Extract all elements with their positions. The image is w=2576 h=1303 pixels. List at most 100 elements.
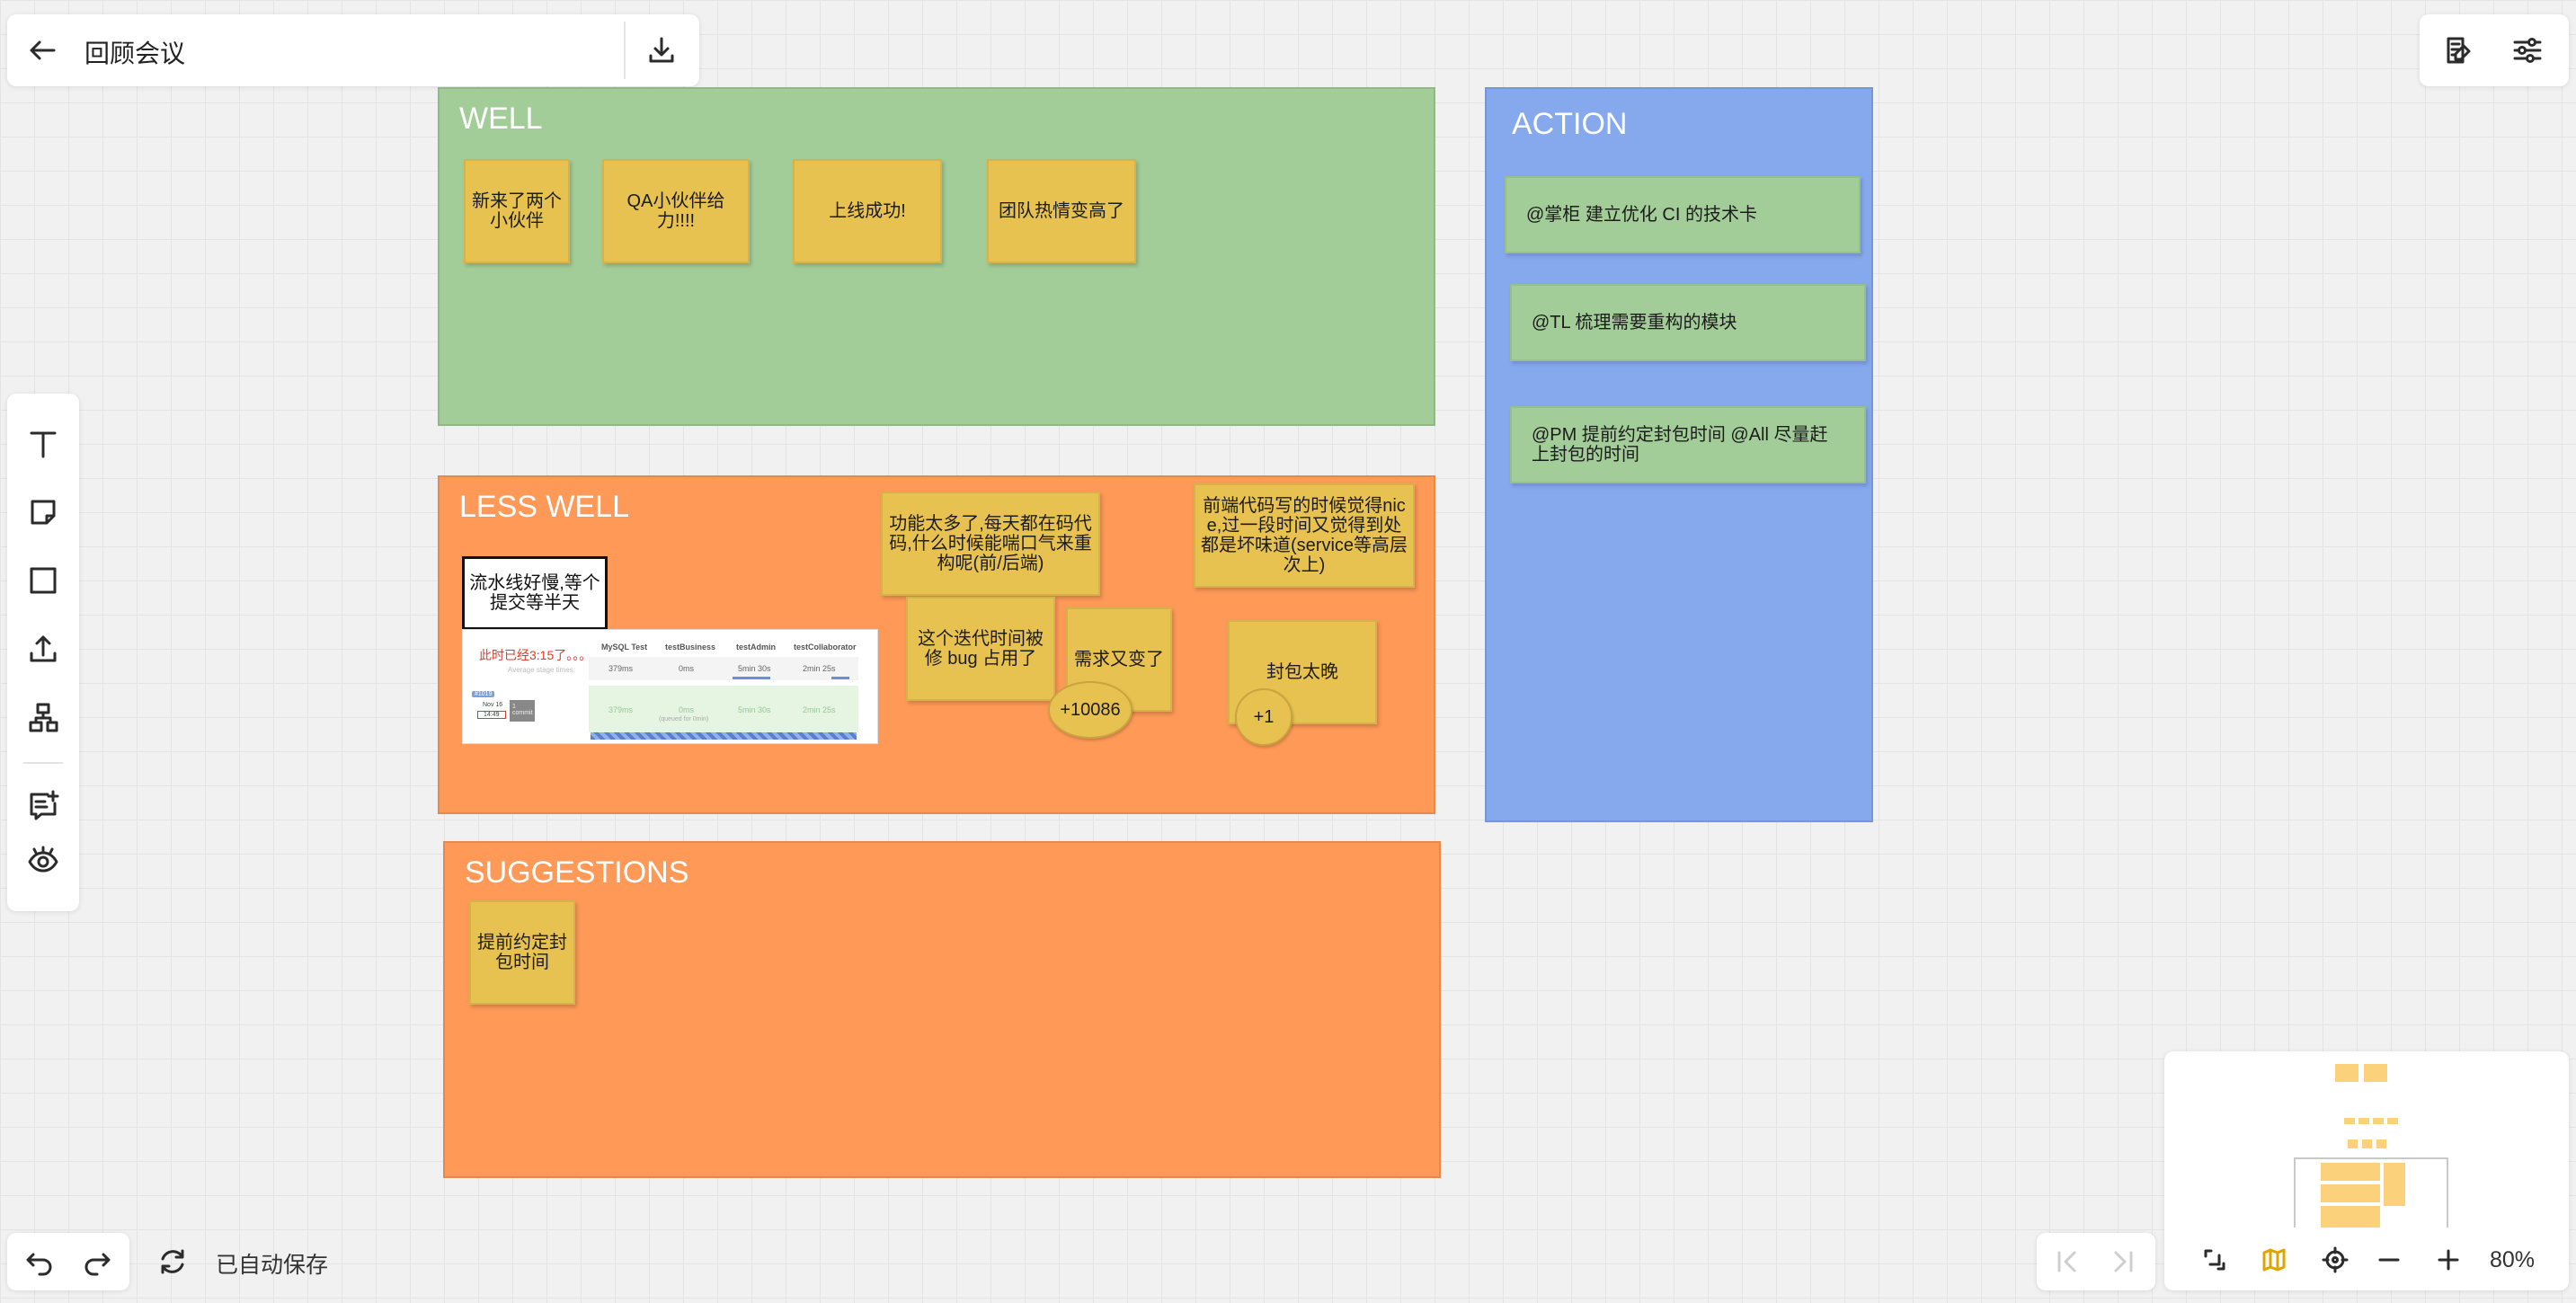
- minimap-block: [2321, 1206, 2380, 1228]
- screenshot-cell: 379ms: [608, 705, 634, 714]
- sync-icon: [161, 1249, 184, 1274]
- zoom-in-button[interactable]: [2429, 1240, 2468, 1280]
- redo-icon: [84, 1253, 111, 1276]
- screenshot-changes: 1 commit: [510, 700, 535, 722]
- upload-icon: [30, 635, 57, 662]
- crosshair-icon: [2322, 1246, 2349, 1273]
- first-page-button[interactable]: [2047, 1242, 2087, 1281]
- action-card[interactable]: @PM 提前约定封包时间 @All 尽量赶上封包的时间: [1510, 406, 1866, 483]
- screenshot-note: (queued for 0min): [659, 716, 709, 722]
- sticky-pipeline-slow[interactable]: 流水线好慢,等个提交等半天: [462, 556, 608, 630]
- screenshot-cell: 2min 25s: [803, 705, 836, 714]
- settings-button[interactable]: [2506, 29, 2549, 72]
- vote-badge[interactable]: +1: [1235, 688, 1292, 746]
- board-title: 回顾会议: [84, 40, 186, 67]
- toolbar-divider: [23, 762, 63, 764]
- sticky-note-icon: [31, 500, 56, 525]
- minimap-block: [2344, 1118, 2398, 1124]
- locate-button[interactable]: [2315, 1240, 2355, 1280]
- screenshot-cell: 0ms: [679, 705, 695, 714]
- sticky-note[interactable]: 前端代码写的时候觉得nice,过一段时间又觉得到处都是坏味道(service等高…: [1194, 483, 1415, 588]
- screenshot-col-header: testAdmin: [736, 643, 777, 652]
- frame-title-suggestions: SUGGESTIONS: [465, 855, 689, 890]
- screenshot-col-header: MySQL Test: [601, 643, 648, 652]
- last-page-button[interactable]: [2103, 1242, 2143, 1281]
- screenshot-progress: [831, 677, 849, 679]
- header-bar: 回顾会议: [7, 14, 699, 86]
- screenshot-cell: 0ms: [679, 664, 695, 673]
- download-icon: [649, 37, 674, 63]
- view-eye-icon: [28, 846, 58, 873]
- frame-title-well: WELL: [459, 102, 543, 136]
- download-button[interactable]: [640, 29, 683, 72]
- pipeline-screenshot[interactable]: 此时已经3:15了。。。 Average stage times: MySQL …: [462, 629, 878, 744]
- sliders-icon: [2513, 38, 2542, 63]
- top-right-panel: [2420, 14, 2569, 86]
- screenshot-col-header: testCollaborator: [794, 643, 857, 652]
- sticky-note[interactable]: 提前约定封包时间: [469, 900, 575, 1005]
- screenshot-stripe-bar: [591, 732, 857, 740]
- zoom-out-button[interactable]: [2369, 1240, 2409, 1280]
- redo-button[interactable]: [77, 1242, 117, 1281]
- minimap-block: [2335, 1064, 2358, 1082]
- screenshot-cell: 379ms: [608, 664, 634, 673]
- sticky-note[interactable]: 团队热情变高了: [987, 159, 1136, 263]
- first-page-icon: [2057, 1251, 2076, 1272]
- screenshot-build-tag: #1019: [472, 691, 495, 697]
- minimap[interactable]: [2164, 1051, 2569, 1228]
- vote-badge[interactable]: +10086: [1048, 681, 1133, 739]
- screenshot-row2-bg: [589, 686, 858, 732]
- edit-note-icon: [2447, 37, 2471, 64]
- rectangle-icon: [30, 567, 57, 594]
- screenshot-date: Nov 16: [483, 702, 503, 708]
- action-card[interactable]: @TL 梳理需要重构的模块: [1510, 284, 1866, 361]
- screenshot-sub-label: Average stage times:: [508, 666, 576, 674]
- minimap-viewport[interactable]: [2294, 1157, 2448, 1228]
- screenshot-red-text: 此时已经3:15了。。。: [479, 648, 592, 662]
- sticky-note-button[interactable]: [22, 491, 65, 534]
- screenshot-row-bg: [589, 657, 858, 680]
- action-card[interactable]: @掌柜 建立优化 CI 的技术卡: [1505, 176, 1861, 253]
- screenshot-col-header: testBusiness: [665, 643, 716, 652]
- sticky-note[interactable]: 这个迭代时间被修 bug 占用了: [906, 597, 1055, 701]
- sticky-note[interactable]: 新来了两个小伙伴: [464, 159, 570, 263]
- minimap-block: [2321, 1163, 2380, 1181]
- screenshot-cell: 2min 25s: [803, 664, 836, 673]
- view-eye-button[interactable]: [22, 839, 65, 882]
- minimap-block: [2348, 1139, 2387, 1148]
- add-comment-icon: [30, 790, 59, 820]
- last-page-icon: [2114, 1251, 2133, 1272]
- minimap-block: [2364, 1064, 2387, 1082]
- screenshot-time: 14:49: [477, 711, 506, 719]
- sticky-note[interactable]: 上线成功!: [793, 159, 942, 263]
- frame-title-action: ACTION: [1512, 107, 1628, 141]
- sticky-note[interactable]: 功能太多了,每天都在码代码,什么时候能喘口气来重构呢(前/后端): [881, 492, 1100, 596]
- add-comment-button[interactable]: [22, 784, 65, 827]
- save-status: 已自动保存: [216, 1253, 329, 1278]
- header-divider: [624, 22, 626, 79]
- minimap-toggle-button[interactable]: [2254, 1240, 2294, 1280]
- rectangle-button[interactable]: [22, 559, 65, 602]
- undo-icon: [26, 1253, 52, 1276]
- screenshot-cell: 5min 30s: [738, 664, 771, 673]
- sync-button[interactable]: [151, 1240, 194, 1283]
- fit-view-button[interactable]: [2195, 1240, 2234, 1280]
- flowchart-icon: [29, 703, 58, 732]
- edit-note-button[interactable]: [2436, 29, 2479, 72]
- upload-button[interactable]: [22, 627, 65, 670]
- frame-title-less-well: LESS WELL: [459, 490, 629, 524]
- minus-icon: [2378, 1258, 2400, 1262]
- minimap-block: [2321, 1184, 2380, 1202]
- text-tool-icon: [30, 431, 57, 458]
- text-tool-button[interactable]: [22, 422, 65, 465]
- history-panel: [7, 1233, 129, 1290]
- plus-icon: [2438, 1249, 2459, 1271]
- zoom-level[interactable]: 80%: [2490, 1247, 2536, 1272]
- back-button[interactable]: [23, 31, 63, 70]
- sticky-note[interactable]: QA小伙伴给力!!!!: [602, 159, 750, 263]
- page-nav-panel: [2037, 1233, 2155, 1290]
- undo-button[interactable]: [20, 1242, 59, 1281]
- frame-suggestions[interactable]: SUGGESTIONS: [443, 841, 1441, 1178]
- flowchart-button[interactable]: [22, 696, 65, 739]
- screenshot-progress: [733, 677, 770, 679]
